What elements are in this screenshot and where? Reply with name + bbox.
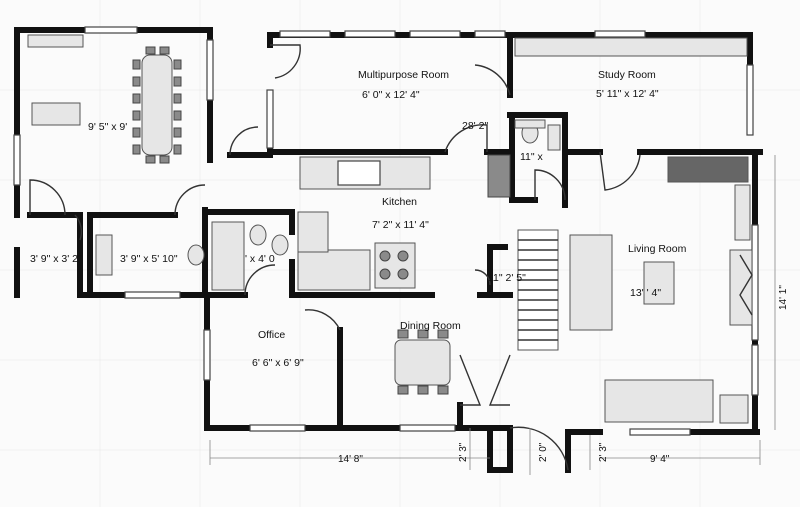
living-room-size: 13' ' 4" [630, 287, 661, 299]
entry-door-dimension: 2' 0" [538, 442, 549, 462]
kitchen-name: Kitchen [382, 196, 417, 208]
bath1-size: 3' 9" x 5' 10" [120, 253, 178, 265]
office-name: Office [258, 329, 285, 341]
office-size: 6' 6" x 6' 9" [252, 357, 304, 369]
dimension-labels: 14' 8" 9' 4" 2' 3" 2' 0" 2' 3" 14' 1" [338, 285, 789, 465]
bath2-size: ' x 4' 0 [245, 253, 275, 265]
dining-room-name: Dining Room [400, 320, 461, 332]
room-labels: 9' 5" x 9' Multipurpose Room 6' 0" x 12'… [30, 69, 687, 369]
multipurpose-room-name: Multipurpose Room [358, 69, 449, 81]
fixtures [27, 34, 753, 424]
entry-left-dimension: 2' 3" [458, 442, 469, 462]
dining-area-size: 9' 5" x 9' [88, 121, 127, 133]
bottom-right-dimension: 9' 4" [650, 454, 670, 465]
door-swings [29, 44, 641, 471]
closet-size: 3' 9" x 3' 2" [30, 253, 82, 265]
half-bath-size: 11" x [520, 151, 544, 163]
windows [13, 26, 759, 436]
living-room-name: Living Room [628, 243, 687, 255]
dimension-lines [209, 155, 776, 475]
study-room-name: Study Room [598, 69, 656, 81]
hall-dimension: 28' 2" [462, 120, 488, 132]
kitchen-size: 7' 2" x 11' 4" [372, 219, 429, 231]
stair-size: 11" 2' 5" [488, 272, 526, 284]
entry-right-dimension: 2' 3" [598, 442, 609, 462]
right-dimension: 14' 1" [778, 285, 789, 310]
bottom-left-dimension: 14' 8" [338, 454, 363, 465]
study-room-size: 5' 11" x 12' 4" [596, 88, 659, 100]
multipurpose-room-size: 6' 0" x 12' 4" [362, 89, 420, 101]
